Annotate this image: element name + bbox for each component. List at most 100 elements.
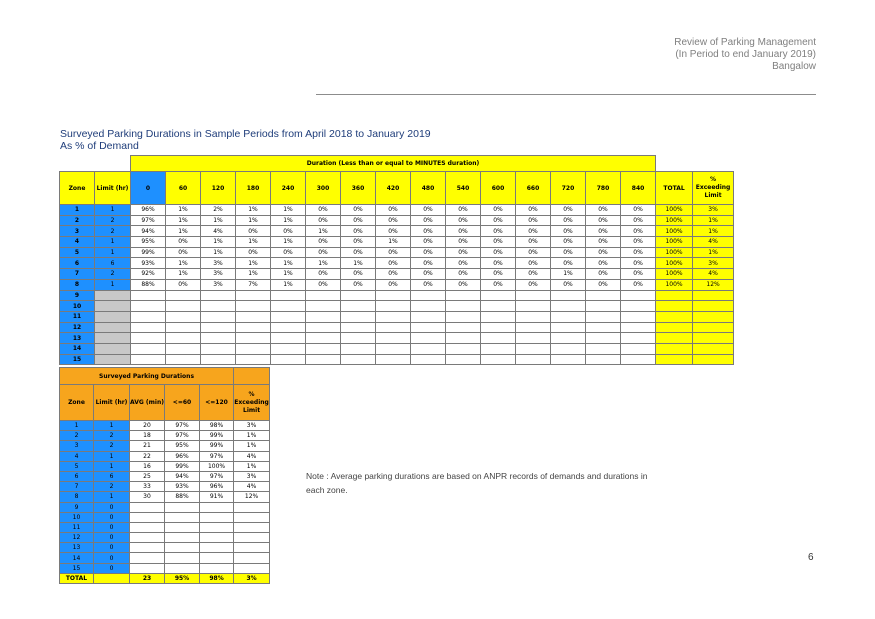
percent-cell: 0% bbox=[340, 268, 376, 280]
percent-cell bbox=[235, 321, 271, 334]
percent-cell: 1% bbox=[270, 257, 306, 270]
total-cell bbox=[655, 310, 694, 323]
percent-cell bbox=[270, 353, 306, 366]
percent-cell: 96% bbox=[130, 204, 166, 216]
summary-cell bbox=[198, 542, 235, 554]
table-row: 9 bbox=[59, 289, 735, 302]
limit-cell bbox=[94, 342, 131, 355]
percent-cell: 0% bbox=[480, 257, 516, 270]
percent-cell: 3% bbox=[200, 278, 236, 291]
total-row-cell: TOTAL bbox=[59, 572, 94, 585]
percent-cell bbox=[619, 332, 657, 344]
percent-cell: 0% bbox=[340, 225, 376, 238]
summary-cell bbox=[233, 532, 271, 544]
total-cell bbox=[655, 353, 694, 366]
percent-cell: 0% bbox=[305, 204, 341, 216]
percent-cell: 0% bbox=[585, 257, 621, 270]
limit-cell bbox=[94, 353, 131, 366]
percent-cell: 0% bbox=[515, 268, 551, 280]
percent-cell: 0% bbox=[445, 257, 481, 270]
percent-cell: 1% bbox=[200, 246, 236, 259]
percent-cell bbox=[585, 353, 621, 366]
percent-cell: 1% bbox=[270, 214, 306, 227]
percent-cell: 0% bbox=[619, 236, 657, 248]
percent-cell: 0% bbox=[585, 225, 621, 238]
percent-cell bbox=[480, 353, 516, 366]
limit-cell: 1 bbox=[94, 236, 131, 248]
summary-cell: 0 bbox=[93, 552, 130, 564]
percent-cell: 0% bbox=[445, 278, 481, 291]
col-header-minutes: 480 bbox=[410, 171, 446, 205]
total-row-cell: 23 bbox=[129, 572, 165, 585]
summary-cell: 99% bbox=[198, 440, 235, 452]
percent-cell: 1% bbox=[375, 236, 411, 248]
percent-cell bbox=[200, 310, 236, 323]
limit-cell: 1 bbox=[94, 246, 131, 259]
percent-cell: 0% bbox=[305, 236, 341, 248]
col-header-exceeding: % Exceeding Limit bbox=[692, 171, 735, 205]
summary-cell: 99% bbox=[164, 460, 200, 472]
zone-cell: 1 bbox=[59, 204, 95, 216]
percent-cell: 0% bbox=[375, 204, 411, 216]
exceeding-cell: 3% bbox=[692, 257, 735, 270]
summary-cell bbox=[198, 562, 235, 574]
summary-cell bbox=[129, 532, 165, 544]
percent-cell: 0% bbox=[515, 225, 551, 238]
percent-cell bbox=[165, 310, 201, 323]
percent-cell: 1% bbox=[235, 236, 271, 248]
percent-cell: 0% bbox=[480, 246, 516, 259]
summary-cell: 94% bbox=[164, 470, 200, 483]
percent-cell: 0% bbox=[410, 236, 446, 248]
summary-cell: 91% bbox=[198, 491, 235, 503]
percent-cell: 1% bbox=[235, 214, 271, 227]
summary-cell: 7 bbox=[59, 481, 94, 493]
summary-header: % Exceeding Limit bbox=[233, 384, 271, 421]
percent-cell: 0% bbox=[445, 214, 481, 227]
summary-cell bbox=[233, 542, 271, 554]
summary-cell: 3% bbox=[233, 470, 271, 483]
summary-cell bbox=[198, 511, 235, 523]
percent-cell bbox=[550, 289, 586, 302]
zone-cell: 6 bbox=[59, 257, 95, 270]
percent-cell bbox=[130, 289, 166, 302]
percent-cell bbox=[165, 342, 201, 355]
percent-cell bbox=[165, 321, 201, 334]
percent-cell: 1% bbox=[270, 278, 306, 291]
limit-cell: 2 bbox=[94, 214, 131, 227]
percent-cell bbox=[130, 332, 166, 344]
percent-cell: 0% bbox=[550, 246, 586, 259]
percent-cell bbox=[375, 342, 411, 355]
percent-cell: 0% bbox=[550, 257, 586, 270]
percent-cell: 0% bbox=[585, 246, 621, 259]
col-header-minutes: 660 bbox=[515, 171, 551, 205]
table-row: 11 bbox=[59, 310, 735, 323]
summary-cell bbox=[164, 562, 200, 574]
limit-cell bbox=[94, 310, 131, 323]
percent-cell: 0% bbox=[165, 236, 201, 248]
percent-cell bbox=[445, 342, 481, 355]
summary-cell: 1 bbox=[93, 450, 130, 462]
header-line-3: Bangalow bbox=[772, 61, 816, 72]
exceeding-cell: 1% bbox=[692, 246, 735, 259]
percent-cell: 0% bbox=[515, 278, 551, 291]
exceeding-cell: 4% bbox=[692, 268, 735, 280]
summary-cell: 3 bbox=[59, 440, 94, 452]
percent-cell: 3% bbox=[200, 268, 236, 280]
percent-cell: 0% bbox=[480, 204, 516, 216]
summary-cell: 30 bbox=[129, 491, 165, 503]
zone-cell: 4 bbox=[59, 236, 95, 248]
percent-cell bbox=[130, 321, 166, 334]
percent-cell: 0% bbox=[340, 278, 376, 291]
percent-cell: 0% bbox=[619, 225, 657, 238]
summary-cell: 22 bbox=[129, 450, 165, 462]
summary-cell: 14 bbox=[59, 552, 94, 564]
summary-cell: 100% bbox=[198, 460, 235, 472]
col-header-minutes: 840 bbox=[619, 171, 657, 205]
percent-cell: 0% bbox=[619, 214, 657, 227]
percent-cell: 0% bbox=[340, 246, 376, 259]
